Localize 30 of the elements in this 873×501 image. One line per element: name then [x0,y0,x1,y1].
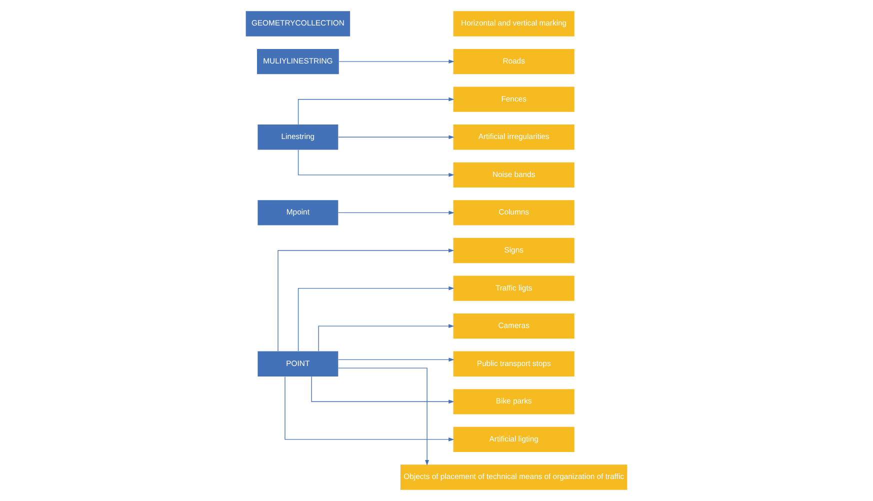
node-box: Noise bands [453,162,574,188]
node-box: Bike parks [453,389,574,414]
arrow [338,210,454,215]
arrow [278,248,454,352]
node-box: Mpoint [258,200,338,226]
arrow [298,286,454,352]
node-box: MULIYLINESTRING [257,48,339,74]
node-box: Roads [453,48,574,74]
arrow [311,376,454,404]
node-box: Fences [453,86,574,112]
node-box: Artificial irregularities [453,124,574,150]
node-box: Cameras [453,313,574,339]
node-box: Signs [453,238,574,264]
arrow [284,376,454,442]
arrow [338,60,454,64]
arrow [338,135,454,140]
node-box: Horizontal and vertical marking [453,11,574,36]
arrow [298,150,454,177]
node-box: Objects of placement of technical means of organization of traffic [400,464,628,490]
arrow [338,368,430,466]
node-box: Linestring [258,124,338,150]
arrow [338,358,454,362]
node-box: GEOMETRYCOLLECTION [246,11,350,36]
node-box: Artificial ligting [453,426,574,452]
node-box: Columns [453,200,574,226]
node-box: Traffic ligts [453,276,574,301]
arrow [318,324,454,352]
arrow [298,97,454,125]
node-box: Public transport stops [453,351,574,376]
node-box: POINT [258,351,338,376]
